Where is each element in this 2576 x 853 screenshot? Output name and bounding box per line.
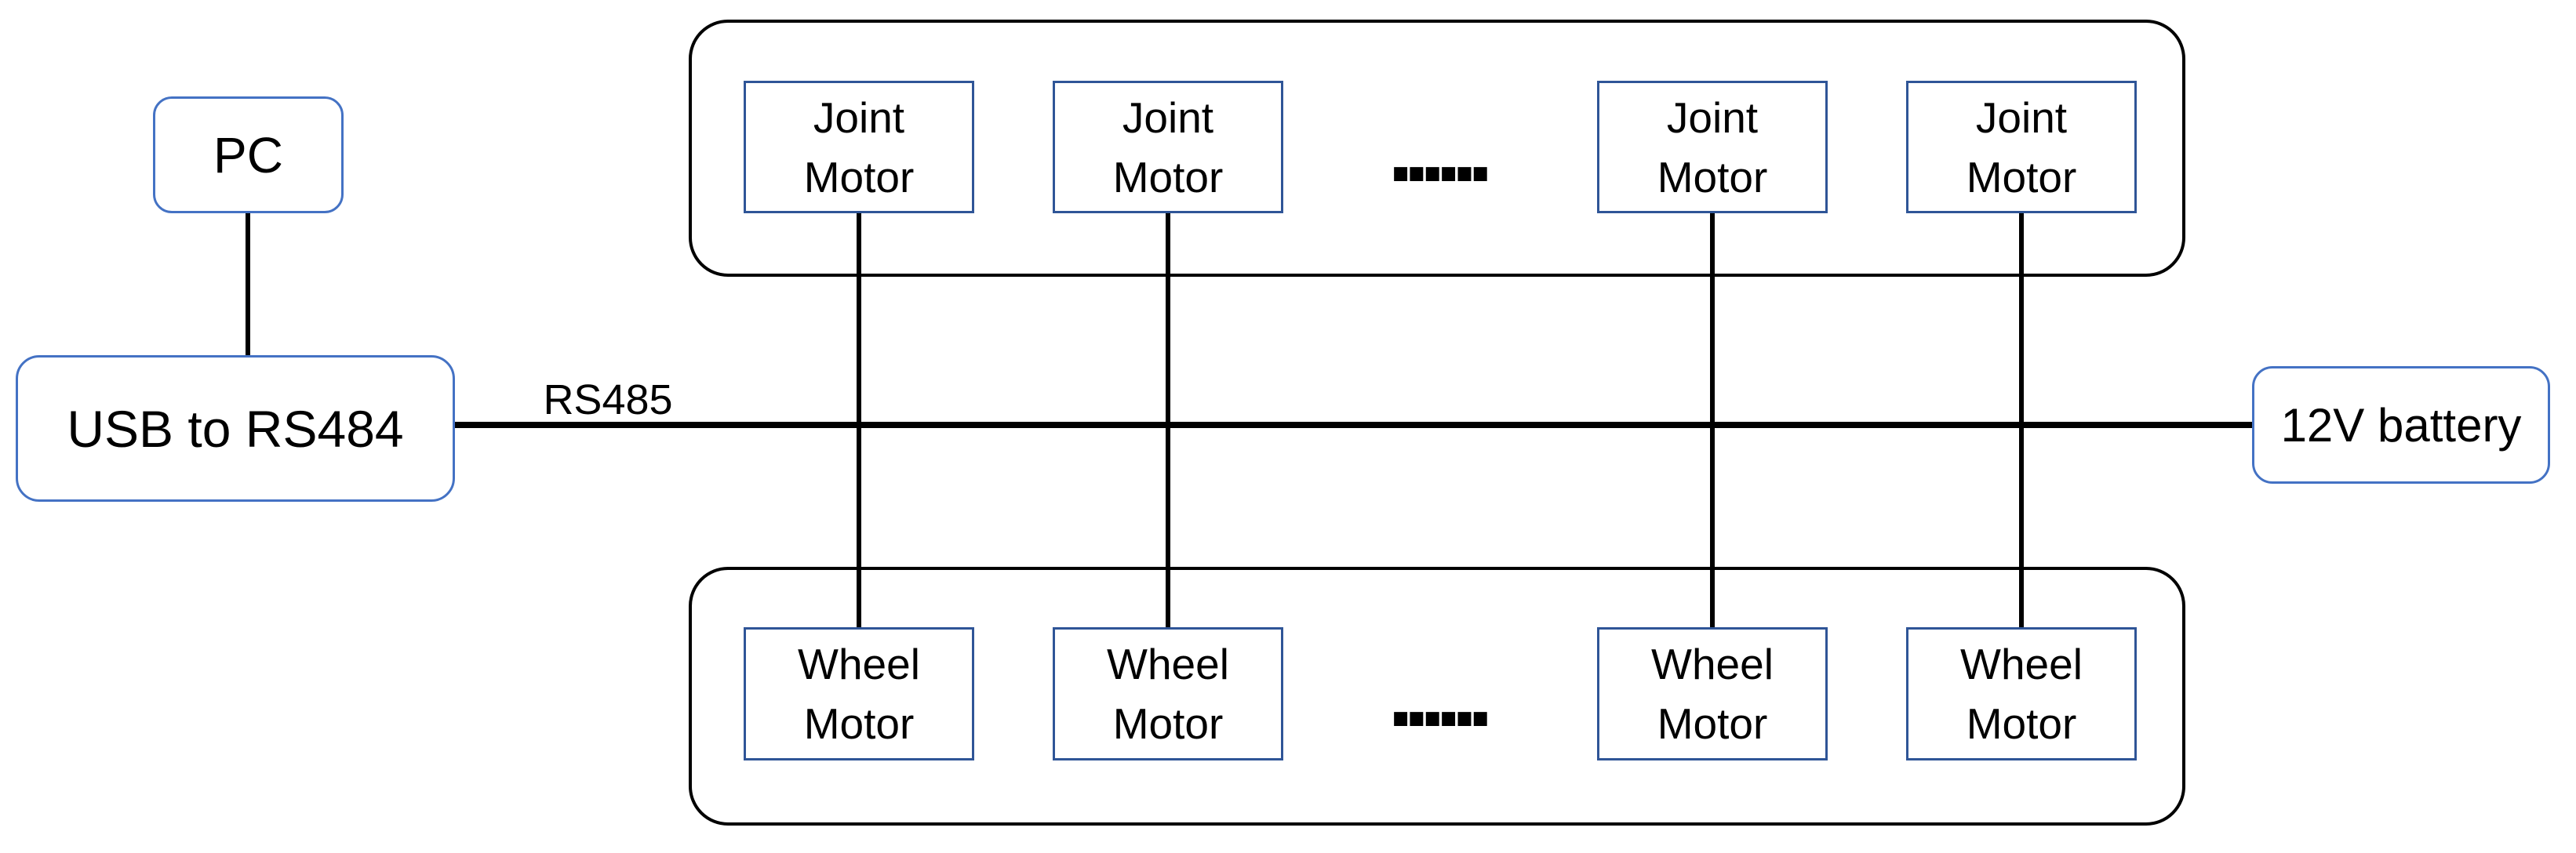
usb-adapter-label: USB to RS484 [67,399,404,458]
pc-usb-connector-line [246,213,250,355]
ellipsis-dots-top: ...... [1387,96,1494,201]
joint-wheel-connector-line-3 [1710,213,1715,627]
joint-wheel-connector-line-1 [857,213,861,627]
wheel-motor-label: Wheel Motor [798,640,920,748]
usb-adapter-box: USB to RS484 [16,355,455,502]
joint-motor-box-2: Joint Motor [1053,81,1283,213]
wheel-motor-box-4: Wheel Motor [1906,627,2137,760]
joint-motor-box-1: Joint Motor [744,81,974,213]
rs485-bus-line [453,422,2252,428]
joint-motor-label: Joint Motor [803,93,915,201]
joint-motor-label: Joint Motor [1966,93,2077,201]
rs485-bus-label: RS485 [543,376,673,423]
wheel-motor-label: Wheel Motor [1960,640,2083,748]
joint-motor-label: Joint Motor [1657,93,1768,201]
joint-motor-box-3: Joint Motor [1597,81,1828,213]
ellipsis-dots-bottom: ...... [1387,641,1494,746]
wheel-motor-box-3: Wheel Motor [1597,627,1828,760]
wheel-motor-box-2: Wheel Motor [1053,627,1283,760]
pc-label: PC [213,126,283,183]
wheel-motor-group-frame [689,567,2185,826]
battery-label: 12V battery [2280,398,2522,452]
joint-wheel-connector-line-4 [2019,213,2024,627]
battery-box: 12V battery [2252,366,2550,484]
joint-motor-group-frame [689,20,2185,277]
joint-motor-label: Joint Motor [1112,93,1224,201]
joint-motor-box-4: Joint Motor [1906,81,2137,213]
wheel-motor-box-1: Wheel Motor [744,627,974,760]
wheel-motor-label: Wheel Motor [1651,640,1774,748]
joint-wheel-connector-line-2 [1166,213,1170,627]
pc-box: PC [153,96,344,213]
wheel-motor-label: Wheel Motor [1107,640,1229,748]
